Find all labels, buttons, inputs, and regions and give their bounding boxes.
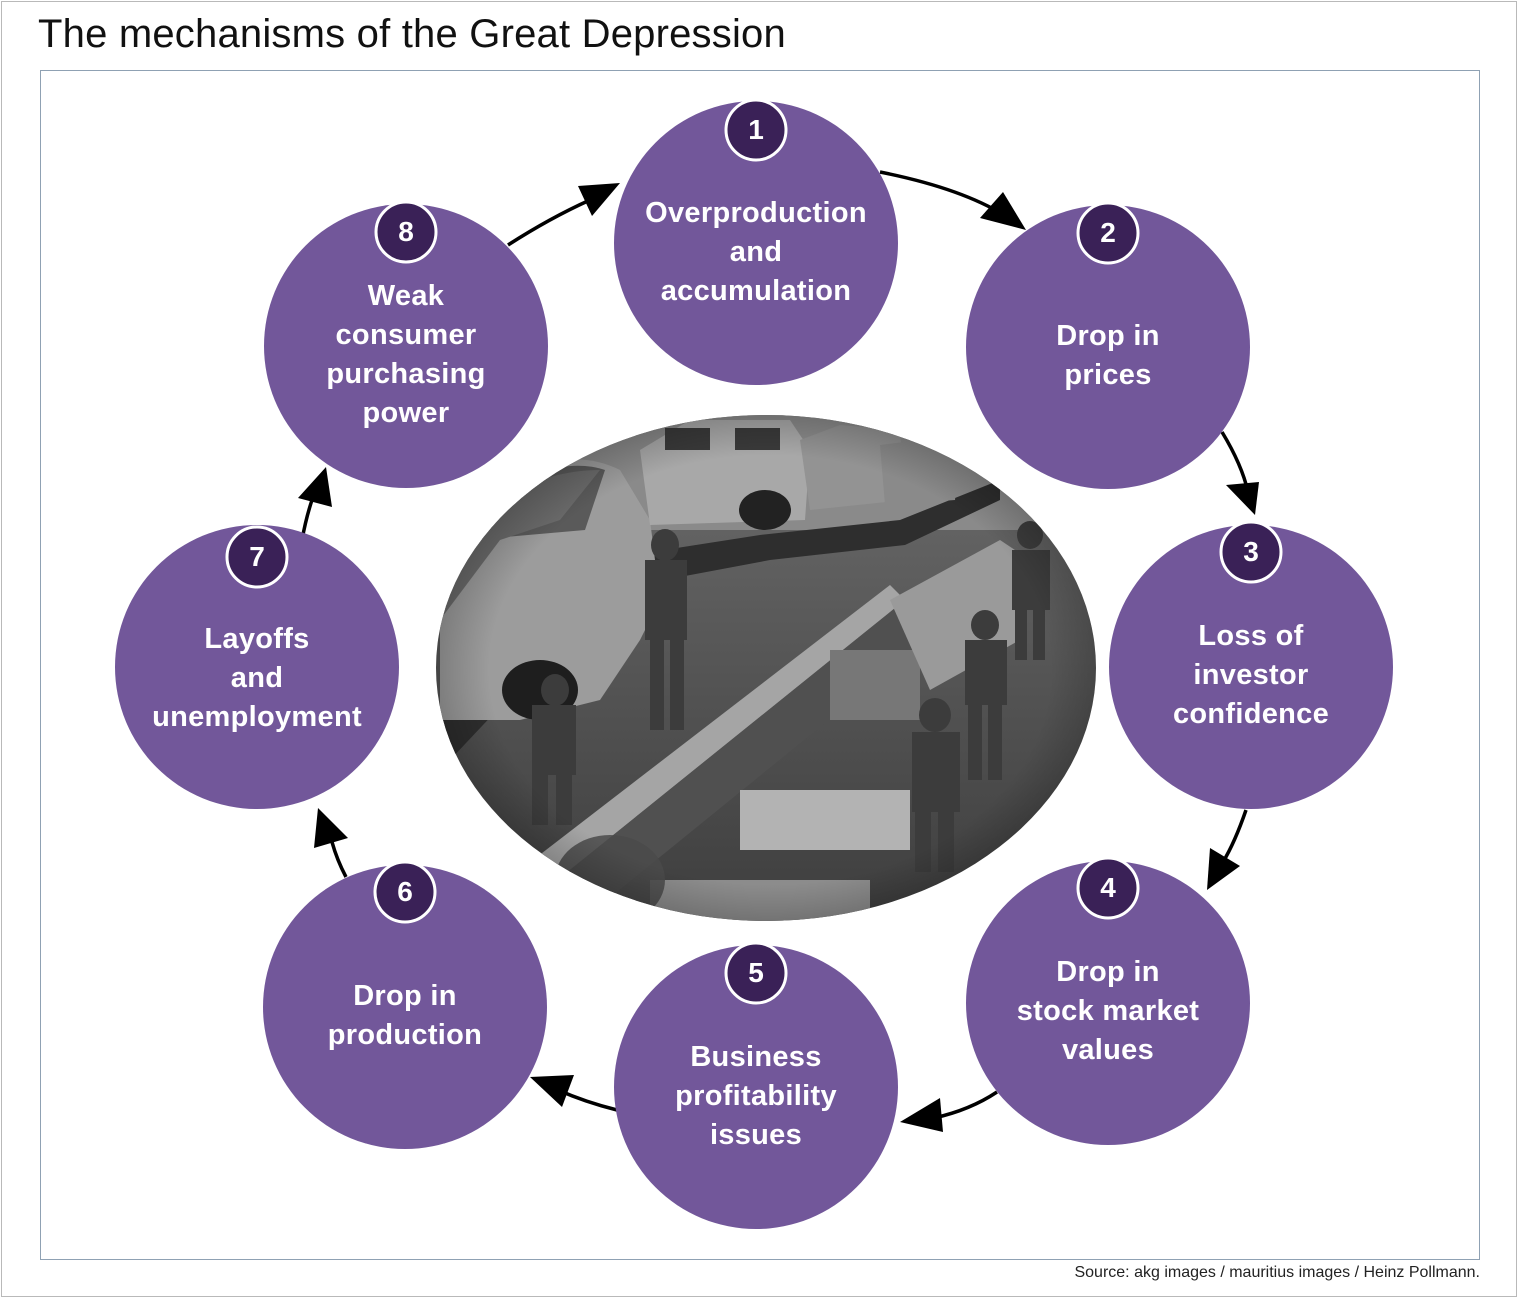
assembly-line-photo	[436, 415, 1096, 921]
step-3-circle	[1109, 525, 1393, 809]
step-6-label: Drop in production	[327, 979, 483, 1051]
step-2-circle	[966, 205, 1250, 489]
arrow-6-to-7	[330, 841, 348, 878]
step-1-label: Overproduction and accumulation	[645, 197, 867, 307]
step-5-number: 5	[748, 957, 764, 988]
diagram-panel	[40, 70, 1480, 1260]
step-1-circle	[614, 101, 898, 385]
page-title: The mechanisms of the Great Depression	[38, 12, 786, 56]
step-3-number: 3	[1243, 536, 1259, 567]
step-4-label: Drop in stock market values	[1016, 956, 1200, 1066]
arrowhead-6-icon	[530, 1075, 574, 1107]
arrowhead-7-icon	[314, 808, 348, 848]
arrowheads	[298, 183, 1259, 1132]
arrowhead-2-icon	[980, 192, 1026, 230]
step-6-circle	[263, 865, 547, 1149]
step-1-badge	[724, 98, 788, 162]
arrowhead-4-icon	[1207, 848, 1240, 890]
step-8-number: 8	[398, 216, 414, 247]
arrow-8-to-1	[507, 198, 591, 247]
step-7-label: Layoffs and unemployment	[152, 622, 362, 733]
step-3-badge	[1219, 520, 1283, 584]
step-8-label: Weak consumer purchasing power	[326, 280, 486, 429]
step-6-number: 6	[397, 876, 413, 907]
arrow-1-to-2	[879, 170, 1005, 217]
step-2-label: Drop in prices	[1056, 320, 1160, 391]
step-5-badge	[724, 941, 788, 1005]
arrow-3-to-4	[1221, 809, 1248, 863]
arrowhead-5-icon	[900, 1098, 943, 1132]
step-4-number: 4	[1100, 872, 1116, 903]
step-3-label: Loss of investor confidence	[1172, 620, 1330, 730]
step-8-circle	[264, 204, 548, 488]
step-2-badge	[1076, 201, 1140, 265]
arrowhead-8-icon	[298, 467, 332, 507]
source-credit: Source: akg images / mauritius images / …	[1074, 1264, 1480, 1281]
step-7-badge	[225, 525, 289, 589]
step-5-circle	[614, 945, 898, 1229]
step-6-badge	[373, 860, 437, 924]
step-7-circle	[115, 525, 399, 809]
step-1-number: 1	[748, 114, 764, 145]
step-7-number: 7	[249, 541, 265, 572]
step-5-label: Business profitability issues	[675, 1040, 837, 1151]
step-4-circle	[966, 861, 1250, 1145]
step-2-number: 2	[1100, 217, 1116, 248]
step-circles	[115, 98, 1393, 1229]
step-4-badge	[1076, 856, 1140, 920]
step-8-badge	[374, 200, 438, 264]
arrowhead-1-icon	[578, 183, 620, 216]
arrowhead-3-icon	[1226, 482, 1259, 515]
